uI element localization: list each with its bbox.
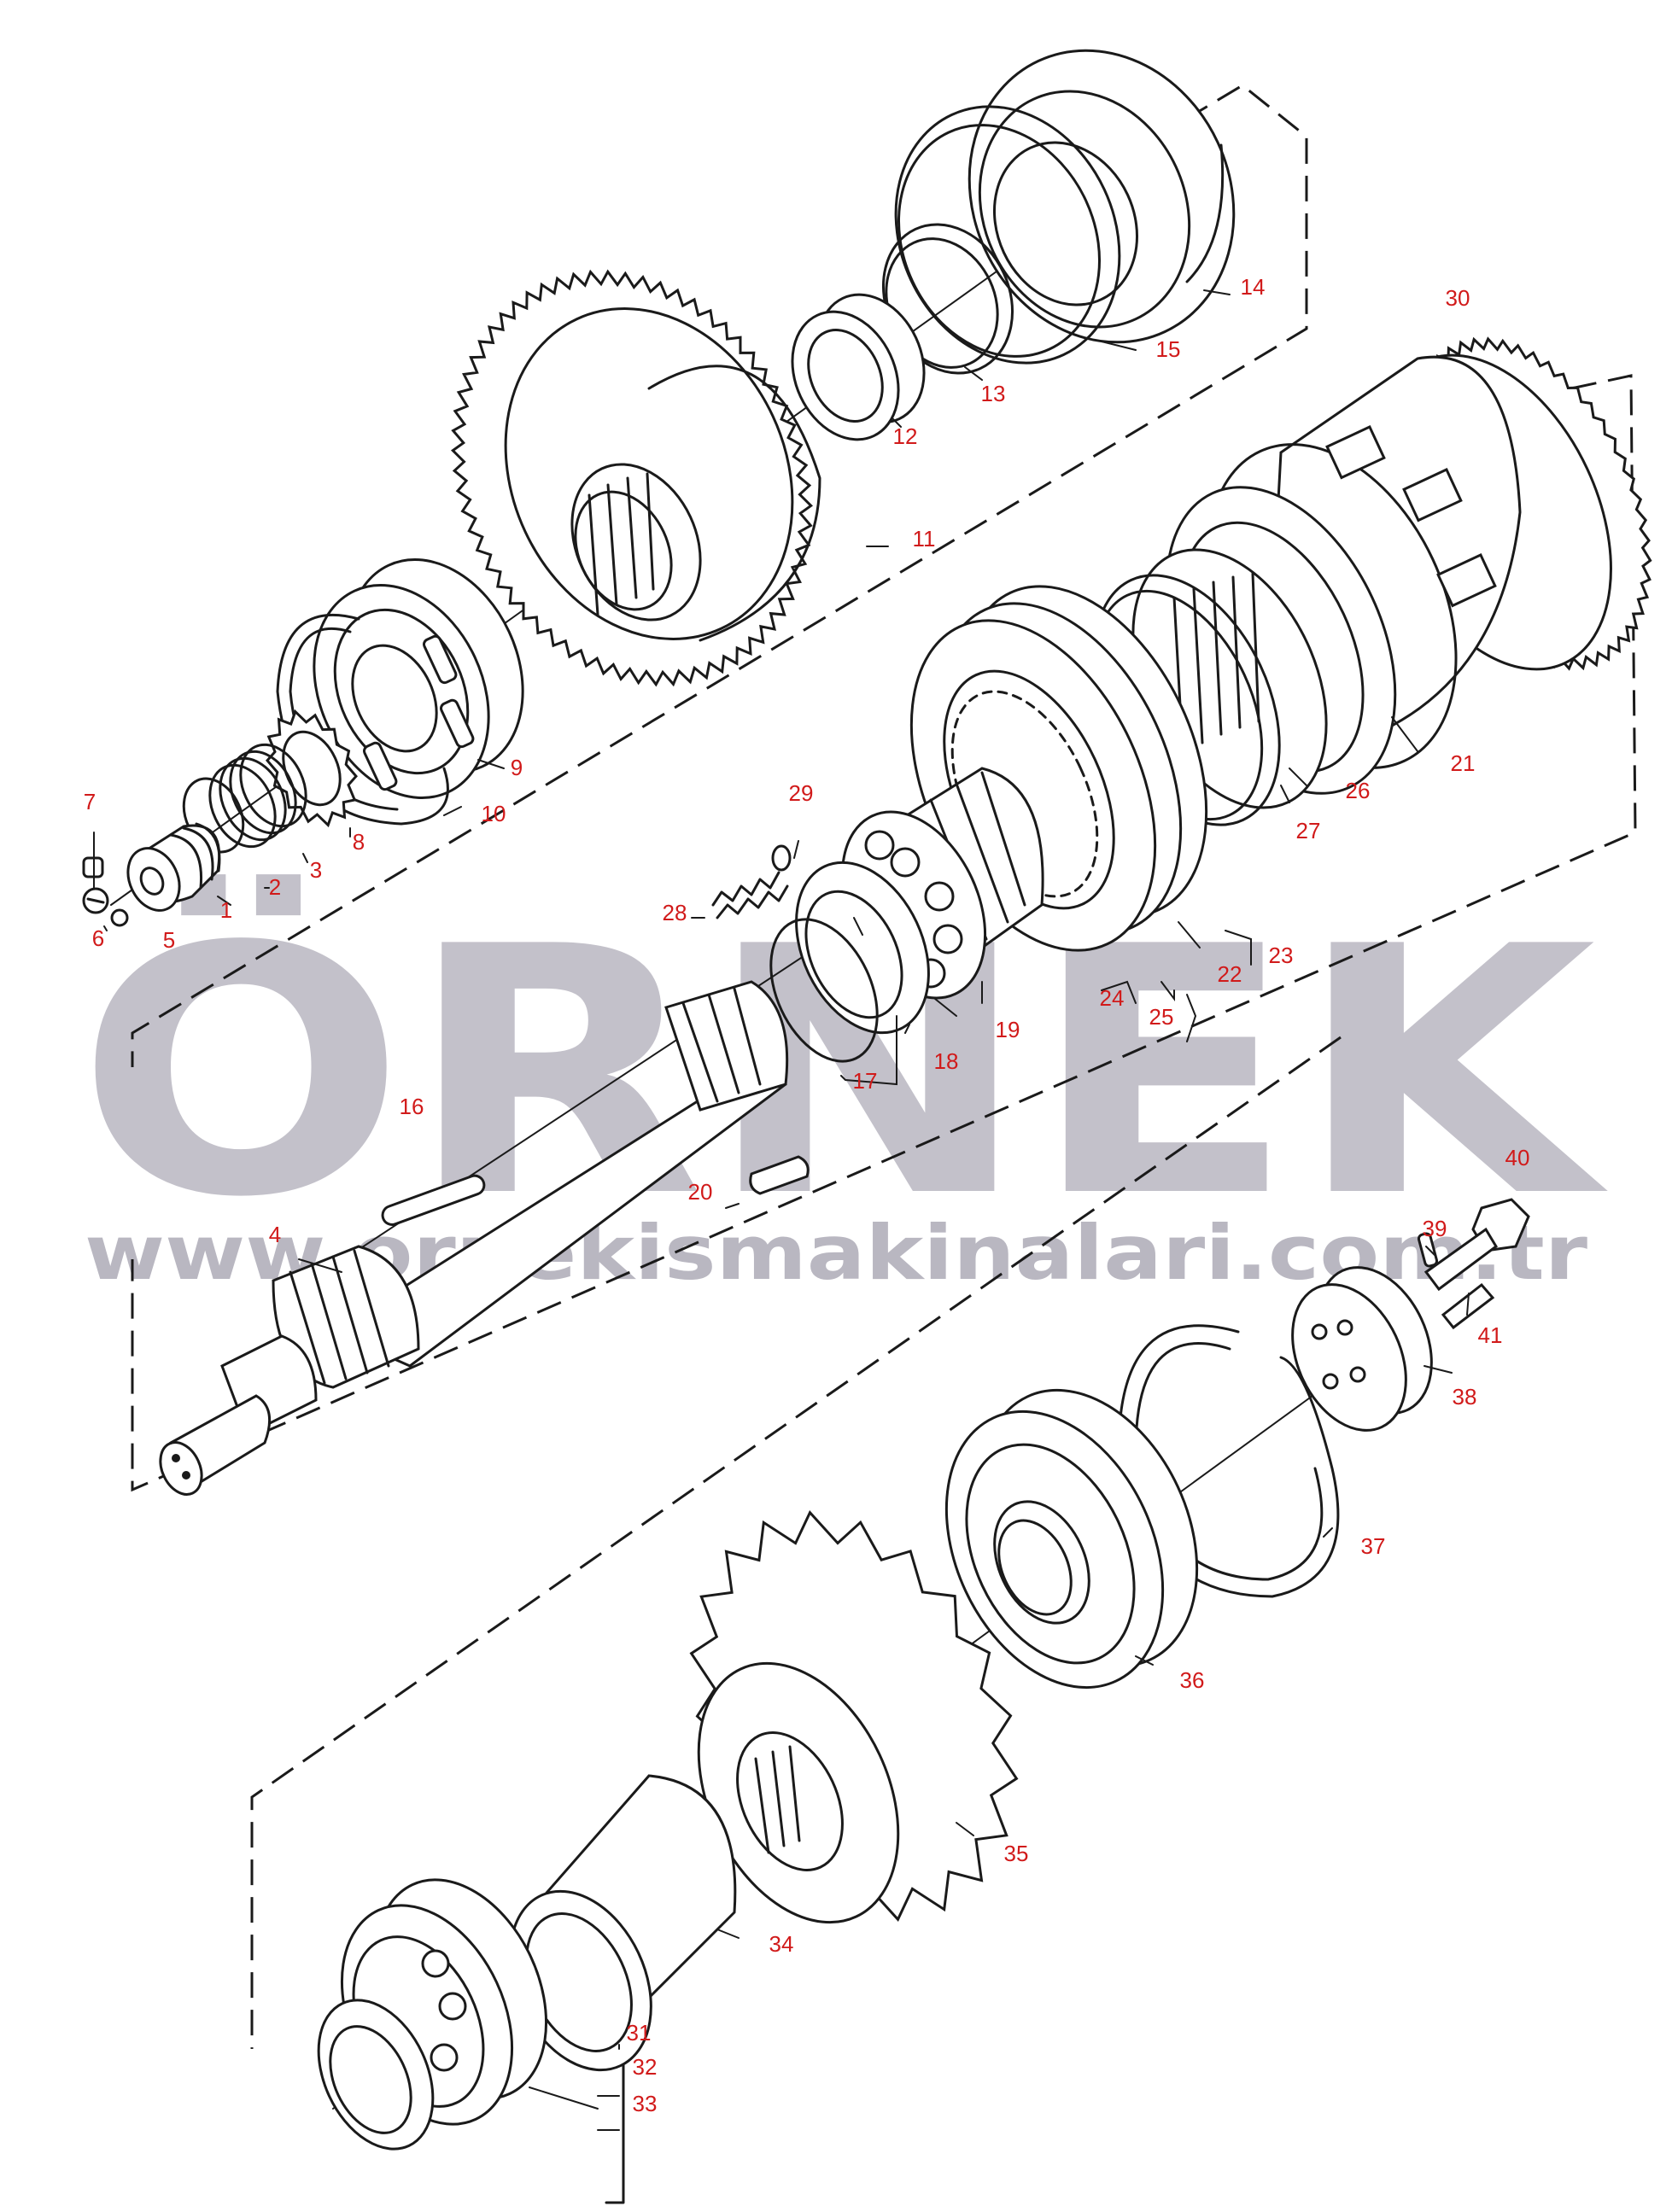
- part-label-11: 11: [913, 526, 936, 552]
- part-label-41: 41: [1478, 1322, 1503, 1348]
- part-label-27: 27: [1296, 818, 1321, 843]
- part-label-37: 37: [1361, 1533, 1386, 1559]
- part-pin: [1417, 1232, 1439, 1268]
- part-label-6: 6: [92, 925, 104, 951]
- part-roller-bearing: [313, 558, 524, 799]
- part-flange: [1291, 1266, 1433, 1432]
- part-retaining-ring: [769, 918, 879, 1063]
- part-label-22: 22: [1218, 961, 1242, 987]
- part-label-9: 9: [511, 755, 523, 780]
- part-label-19: 19: [996, 1017, 1020, 1042]
- part-shaft-keyway: [381, 1174, 486, 1226]
- part-label-20: 20: [688, 1179, 713, 1205]
- part-label-40: 40: [1505, 1145, 1530, 1170]
- part-label-2: 2: [269, 874, 281, 900]
- part-label-29: 29: [789, 780, 814, 806]
- part-label-16: 16: [400, 1094, 424, 1119]
- part-small-fasteners: [82, 856, 129, 927]
- part-thrust-ring: [795, 861, 930, 1035]
- part-label-30: 30: [1446, 285, 1470, 311]
- part-label-24: 24: [1100, 985, 1125, 1011]
- part-spring: [711, 871, 789, 919]
- part-toothed-washer: [266, 709, 358, 828]
- part-label-4: 4: [269, 1222, 281, 1247]
- part-label-34: 34: [769, 1931, 794, 1957]
- part-number-labels: 1234567891011121314151617181920212223242…: [84, 274, 1530, 2116]
- part-bushing: [791, 293, 926, 441]
- part-output-bearing: [944, 1388, 1199, 1690]
- part-key: [749, 1155, 810, 1195]
- part-label-35: 35: [1004, 1841, 1029, 1866]
- part-label-23: 23: [1269, 943, 1294, 968]
- part-label-7: 7: [84, 789, 96, 814]
- part-label-21: 21: [1451, 750, 1476, 776]
- part-label-33: 33: [633, 2091, 658, 2116]
- part-label-13: 13: [981, 381, 1006, 406]
- part-main-shaft: [159, 980, 789, 1496]
- part-label-15: 15: [1156, 336, 1181, 362]
- part-label-5: 5: [163, 927, 175, 953]
- part-label-8: 8: [353, 829, 365, 855]
- part-label-26: 26: [1346, 778, 1371, 803]
- output-assembly: [317, 1198, 1530, 2151]
- part-label-39: 39: [1423, 1216, 1447, 1241]
- part-label-28: 28: [663, 900, 687, 925]
- part-label-18: 18: [934, 1048, 959, 1074]
- part-drum: [968, 49, 1236, 344]
- part-helical-gear: [689, 1510, 1019, 1924]
- part-label-3: 3: [310, 857, 322, 883]
- leader-lines: [93, 289, 1470, 2131]
- part-label-1: 1: [220, 897, 232, 923]
- part-label-12: 12: [893, 423, 918, 449]
- part-label-14: 14: [1241, 274, 1266, 300]
- part-label-32: 32: [633, 2054, 658, 2080]
- part-springs: [208, 743, 307, 849]
- part-label-17: 17: [853, 1068, 878, 1094]
- part-label-38: 38: [1453, 1384, 1477, 1409]
- part-label-31: 31: [627, 2020, 652, 2046]
- upper-gear-assembly: [82, 49, 1236, 927]
- part-large-snap-ring: [1117, 1324, 1340, 1598]
- part-small-ring: [771, 844, 792, 872]
- part-bolt: [1424, 1198, 1530, 1292]
- part-large-spur-gear: [450, 269, 821, 687]
- part-label-25: 25: [1149, 1004, 1174, 1030]
- clutch-assembly: [159, 336, 1652, 1496]
- part-threaded-sleeve: [126, 822, 221, 912]
- part-taper-bearing: [317, 1878, 548, 2151]
- part-label-10: 10: [482, 801, 506, 826]
- part-label-36: 36: [1180, 1667, 1205, 1693]
